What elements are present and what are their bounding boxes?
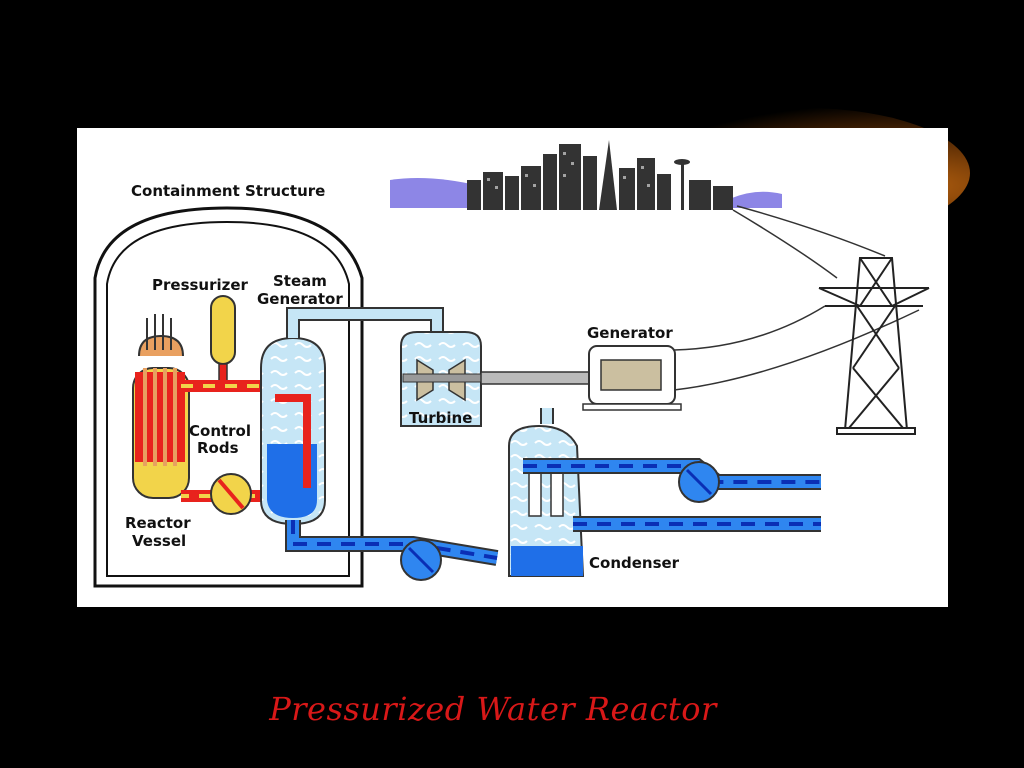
label-pressurizer: Pressurizer xyxy=(152,276,249,294)
pump-icon xyxy=(400,539,442,581)
label-containment: Containment Structure xyxy=(131,182,325,200)
steam-generator xyxy=(260,336,326,526)
label-reactor-vessel-1: Reactor xyxy=(125,514,191,532)
pump-icon xyxy=(210,473,252,515)
city-skyline-icon xyxy=(390,140,782,210)
pump-icon xyxy=(678,461,720,503)
label-condenser: Condenser xyxy=(589,554,680,572)
label-steam-generator-2: Generator xyxy=(257,290,343,308)
reactor-vessel xyxy=(132,314,190,499)
label-control-rods-2: Rods xyxy=(197,439,239,457)
pwr-diagram: Containment Structure Pressurizer Steam … xyxy=(77,128,948,607)
turbine xyxy=(400,331,488,427)
generator xyxy=(582,345,682,411)
label-turbine: Turbine xyxy=(409,409,472,427)
label-generator: Generator xyxy=(587,324,673,342)
transmission-tower-icon xyxy=(818,257,930,435)
label-steam-generator-1: Steam xyxy=(273,272,327,290)
condenser xyxy=(508,424,585,577)
label-reactor-vessel-2: Vessel xyxy=(132,532,186,550)
slide-title: Pressurized Water Reactor xyxy=(269,690,717,728)
label-control-rods-1: Control xyxy=(189,422,251,440)
